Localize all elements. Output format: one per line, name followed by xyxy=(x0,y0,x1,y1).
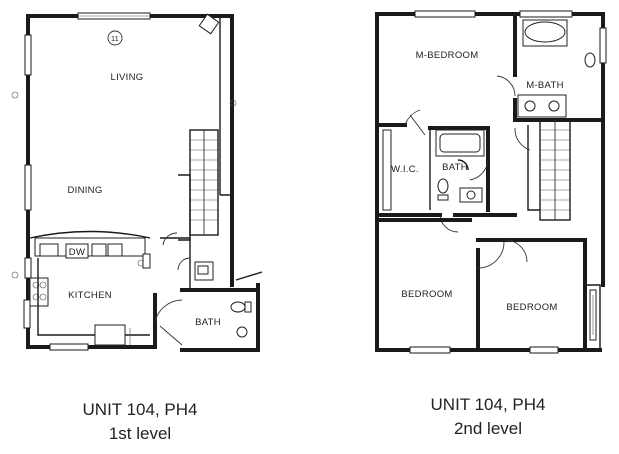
room-label-m-bath: M-BATH xyxy=(526,80,564,91)
caption-first-level: UNIT 104, PH4 1st level xyxy=(40,398,240,446)
window-top-mbath xyxy=(519,10,573,18)
bedroom-walls xyxy=(375,218,601,352)
stairs-second-level xyxy=(514,119,571,221)
toilet-first-level xyxy=(230,301,246,313)
toilet-bath xyxy=(437,178,449,194)
caption-second-level: UNIT 104, PH4 2nd level xyxy=(388,393,588,441)
plan-marker-label: 11 xyxy=(111,36,119,43)
room-label-m-bedroom: M-BEDROOM xyxy=(416,50,479,61)
wic-and-bath xyxy=(375,109,517,233)
toilet-mbath xyxy=(584,52,596,68)
kitchen-zone: DW xyxy=(24,230,151,351)
window-right-mbath xyxy=(599,27,607,64)
bathtub-mbath xyxy=(524,21,566,43)
first-level-plan: 11 DW xyxy=(11,12,263,352)
dishwasher-label: DW xyxy=(69,247,85,258)
caption-level-second: 2nd level xyxy=(453,419,523,438)
room-label-wic: W.I.C. xyxy=(391,164,419,175)
utility-closet xyxy=(160,232,214,290)
plan-marker xyxy=(107,30,123,46)
window-left-lower xyxy=(23,299,31,329)
window-bottom-bedroom-right xyxy=(529,346,559,354)
room-label-bath-first: BATH xyxy=(195,317,221,328)
sink-first-level xyxy=(236,326,248,338)
room-label-kitchen: KITCHEN xyxy=(68,290,112,301)
stove xyxy=(29,277,49,307)
window-top-master xyxy=(414,10,476,18)
kitchen-cabinet xyxy=(94,324,126,346)
caption-unit-second: UNIT 104, PH4 xyxy=(430,395,546,414)
window-left-kitchen xyxy=(24,257,32,279)
window-left-dining xyxy=(24,164,32,211)
room-label-living: LIVING xyxy=(111,72,144,83)
room-label-bath-second: BATH xyxy=(442,162,468,173)
window-bottom-kitchen xyxy=(49,343,89,351)
room-label-bedroom-left: BEDROOM xyxy=(401,289,452,300)
caption-level-first: 1st level xyxy=(108,424,172,443)
second-level-plan: M-BEDROOM M-BATH W.I.C. BATH BEDROOM BED… xyxy=(375,10,607,354)
bath-first-level xyxy=(153,271,263,352)
dishwasher xyxy=(65,243,89,259)
caption-unit-first: UNIT 104, PH4 xyxy=(82,400,198,419)
room-label-bedroom-right: BEDROOM xyxy=(506,302,557,313)
room-label-dining: DINING xyxy=(67,185,102,196)
stairs-first-level xyxy=(178,129,219,241)
closet-rod xyxy=(382,129,392,211)
window-bottom-bedroom-left xyxy=(409,346,451,354)
window-left-living xyxy=(24,34,32,76)
